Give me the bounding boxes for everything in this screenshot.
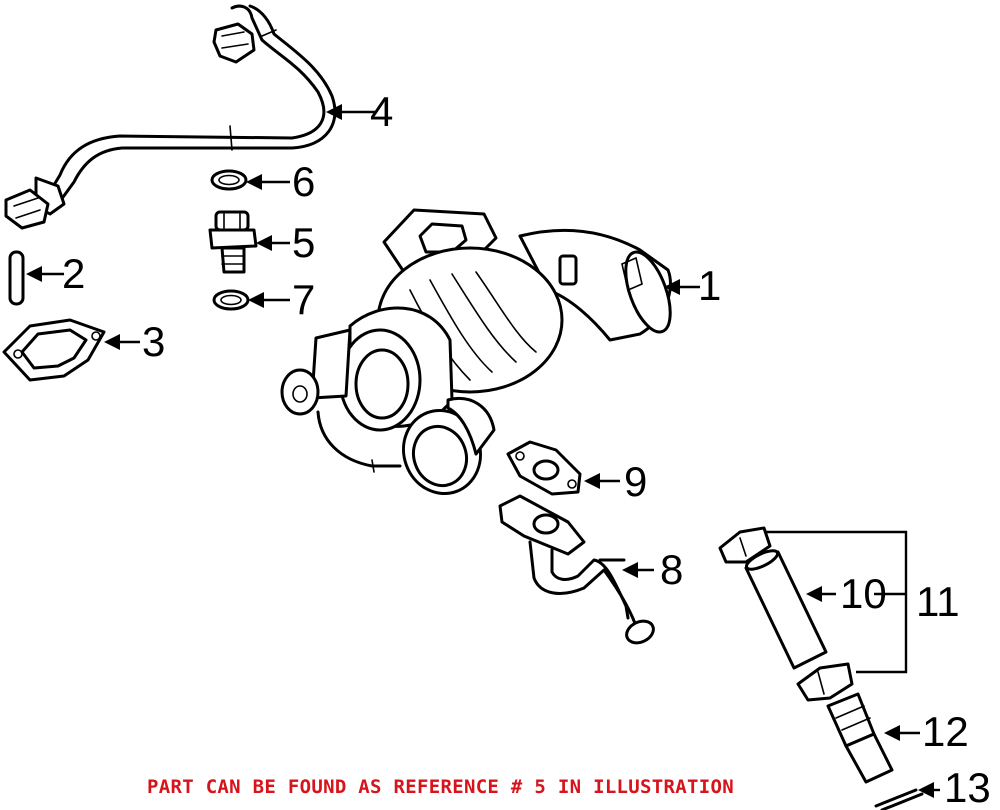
callout-5: 5 [292, 219, 315, 266]
part-13-seal[interactable] [874, 788, 924, 810]
callout-leaders [26, 104, 940, 798]
callout-7: 7 [292, 276, 315, 323]
callout-1: 1 [698, 262, 721, 309]
part-6-o-ring[interactable] [210, 169, 248, 191]
part-9-gasket[interactable] [506, 440, 582, 496]
part-11-tube-assembly[interactable] [718, 526, 854, 702]
part-7-o-ring[interactable] [212, 289, 250, 311]
part-1-turbocharger[interactable] [280, 208, 679, 504]
reference-note: PART CAN BE FOUND AS REFERENCE # 5 IN IL… [147, 776, 734, 798]
part-8-oil-drain-pipe[interactable] [498, 494, 657, 647]
part-4-oil-feed-line[interactable] [4, 4, 337, 230]
callout-6: 6 [292, 158, 315, 205]
part-2-dowel-pin[interactable] [8, 250, 25, 306]
callout-2: 2 [62, 250, 85, 297]
part-3-gasket[interactable] [2, 318, 106, 382]
part-12-fitting[interactable] [826, 692, 894, 784]
part-5-sensor[interactable] [208, 210, 258, 274]
callout-8: 8 [660, 546, 683, 593]
callout-4: 4 [370, 88, 393, 135]
callout-13: 13 [944, 764, 991, 810]
callout-9: 9 [624, 458, 647, 505]
part-10-hose[interactable] [744, 547, 828, 670]
callout-11: 11 [916, 578, 960, 625]
callout-3: 3 [142, 318, 165, 365]
callout-10: 10 [840, 570, 887, 617]
callout-12: 12 [922, 708, 969, 755]
